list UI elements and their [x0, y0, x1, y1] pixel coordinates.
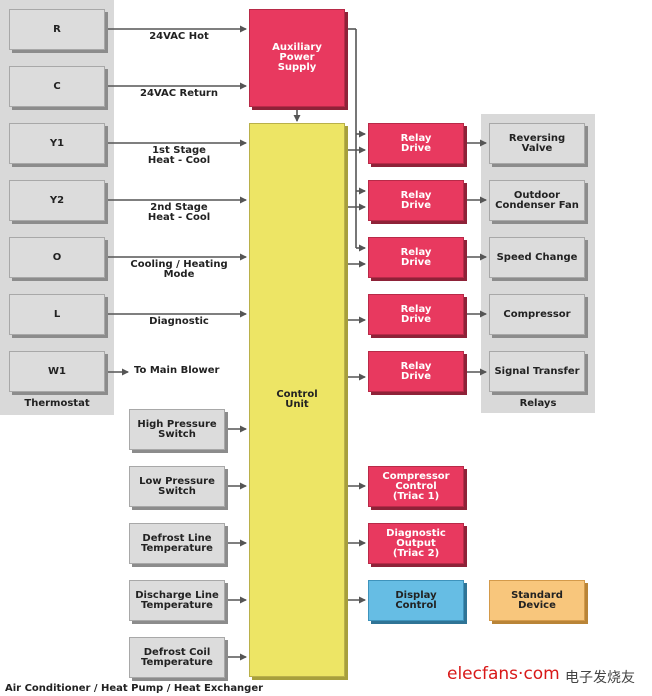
relay-speed-change: Speed Change	[489, 237, 585, 278]
relay-signal-transfer: Signal Transfer	[489, 351, 585, 392]
terminal-o: O	[9, 237, 105, 278]
thermostat-title: Thermostat	[24, 398, 90, 409]
signal-label-l: Diagnostic	[149, 316, 209, 327]
signal-label-w1: To Main Blower	[134, 365, 220, 376]
relay-compressor: Compressor	[489, 294, 585, 335]
watermark-logo: elecfans·com	[447, 664, 560, 684]
terminal-y1: Y1	[9, 123, 105, 164]
diagram-caption: Air Conditioner / Heat Pump / Heat Excha…	[5, 683, 264, 694]
signal-label-r: 24VAC Hot	[149, 31, 209, 42]
terminal-r: R	[9, 9, 105, 50]
terminal-c: C	[9, 66, 105, 107]
terminal-w1: W1	[9, 351, 105, 392]
watermark-cn: 电子发烧友	[565, 670, 635, 686]
terminal-y2: Y2	[9, 180, 105, 221]
terminal-l: L	[9, 294, 105, 335]
relays-title: Relays	[519, 398, 557, 409]
signal-label-c: 24VAC Return	[140, 88, 218, 99]
